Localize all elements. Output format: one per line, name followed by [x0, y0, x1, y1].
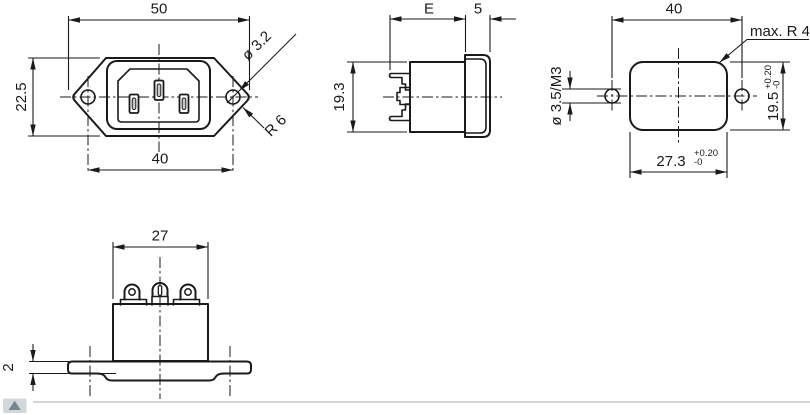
label-front-hole-dia: ø 3.2	[239, 28, 275, 64]
earth-pin	[153, 79, 165, 101]
mounting-hole-right	[225, 89, 241, 105]
solder-terminal-left	[119, 283, 148, 306]
flange-side	[464, 54, 491, 138]
line-pin	[128, 93, 140, 114]
leader-hole-dia	[238, 33, 297, 92]
leader-corner-radius	[719, 38, 809, 63]
thumbnail-image-icon[interactable]	[3, 398, 27, 414]
front-view: 50 22.5 40 ø 3.2 R 6	[13, 1, 297, 173]
dim-side-body-length: E	[424, 1, 434, 18]
mounting-hole-left	[80, 89, 96, 105]
solder-terminal-top	[388, 72, 411, 91]
solder-terminal-center	[151, 282, 169, 306]
leader-tail	[226, 90, 240, 104]
dim-bottom-body-width: 27	[152, 228, 169, 245]
connector-opening	[117, 68, 200, 123]
flange-face-contour	[464, 58, 487, 134]
dim-front-width: 50	[151, 1, 168, 18]
solder-terminal-bottom	[388, 103, 411, 122]
dim-cutout-height: 19.5	[765, 92, 782, 121]
dim-cutout-width-tol-upper: +0.20	[694, 148, 718, 159]
bottom-view: 27 2	[0, 228, 252, 399]
dim-cutout-height-tol-upper: +0.20	[763, 65, 774, 89]
dim-bottom-flange-thickness: 2	[0, 363, 17, 371]
cutout-outline	[629, 61, 728, 131]
side-view: 19.3 E 5	[331, 1, 516, 138]
label-cutout-hole-dia: ø 3.5/M3	[548, 66, 565, 125]
dim-front-height: 22.5	[13, 82, 30, 111]
cutout-hole-right	[734, 88, 750, 104]
dim-cutout-hole-spacing: 40	[666, 1, 683, 18]
panel-cutout-view: 40 max. R 4 ø 3.5/M3 19.5 +0.20 -0 27.3 …	[548, 1, 810, 178]
label-corner-radius: max. R 4	[750, 23, 810, 40]
dim-cutout-height-group: 19.5 +0.20 -0	[763, 65, 783, 121]
connector-body	[112, 303, 209, 362]
solder-terminal-middle	[396, 86, 411, 106]
dim-cutout-width: 27.3	[656, 153, 685, 170]
dim-front-hole-spacing: 40	[152, 151, 169, 168]
neutral-pin	[178, 93, 190, 114]
label-front-flange-radius: R 6	[262, 112, 291, 141]
dim-side-height: 19.3	[331, 82, 348, 111]
dim-cutout-height-tol-lower: -0	[772, 81, 783, 89]
dim-cutout-width-tol-lower: -0	[694, 157, 702, 168]
dim-side-flange-thickness: 5	[474, 1, 482, 18]
solder-terminal-right	[172, 283, 201, 306]
mounting-flange-outline	[72, 57, 250, 137]
recess-rim	[106, 60, 211, 130]
mountain-icon	[8, 400, 21, 410]
leader-flange-radius	[242, 107, 265, 129]
